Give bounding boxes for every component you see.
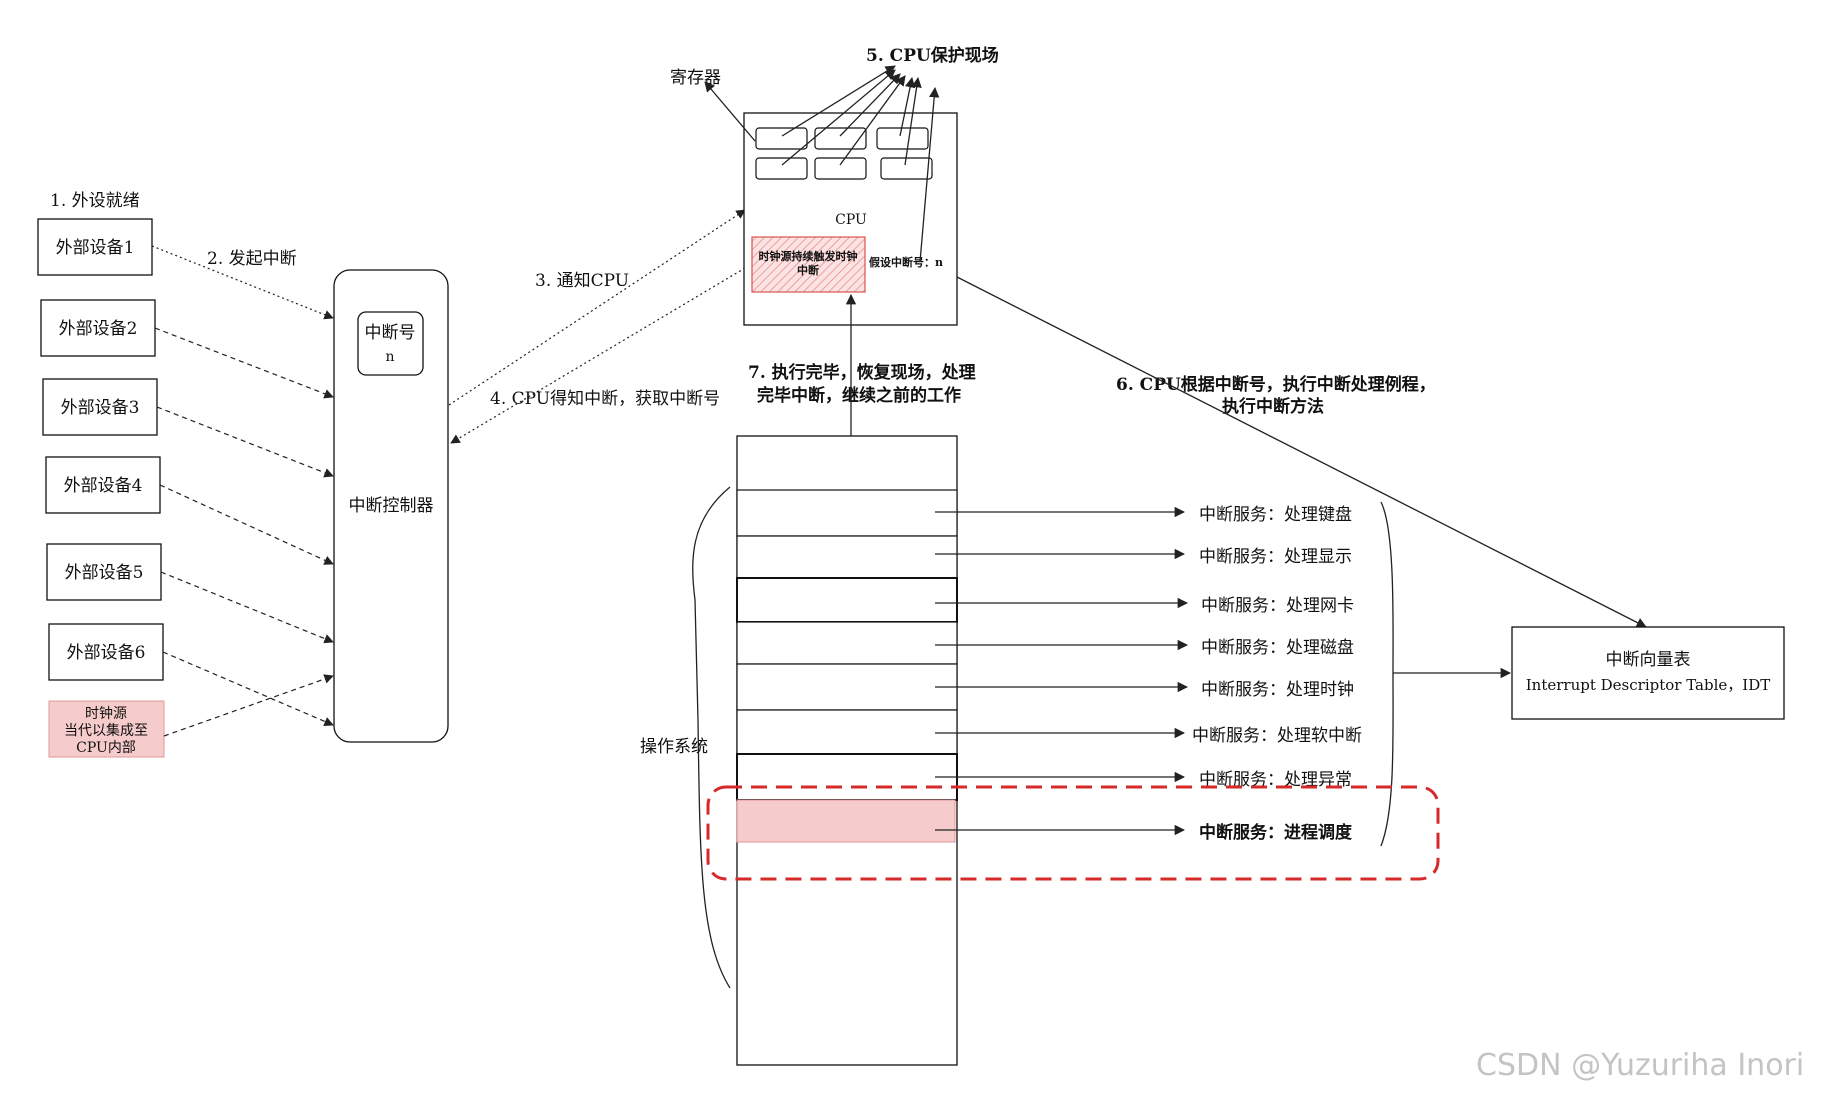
service-label-8: 中断服务：进程调度 [1199,822,1353,843]
irq-number-label: 中断号 [365,323,416,343]
register-6 [880,157,933,180]
services-brace [1380,501,1394,847]
save-arrow-1 [781,65,896,137]
save-arrow-2 [781,69,896,166]
step-1-label: 1. 外设就绪 [50,191,140,211]
device-label-5: 外部设备5 [65,563,144,583]
interrupt-controller: 中断号 n 中断控制器 [333,269,449,743]
device-label-6: 外部设备6 [67,643,146,663]
watermark: CSDN @Yuzuriha Inori [1476,1048,1804,1083]
cpu-box: CPU 时钟源持续触发时钟 中断 假设中断号：n [743,112,958,326]
idt-title: 中断向量表 [1606,650,1691,670]
interrupt-controller-label: 中断控制器 [349,496,434,516]
os-slot-8 [736,799,956,843]
service-label-5: 中断服务：处理时钟 [1201,680,1354,700]
clock-source-line-1: 时钟源 [85,705,127,722]
device-box-2: 外部设备2 [40,299,156,357]
step-2-label: 2. 发起中断 [207,249,297,269]
save-arrow-3 [839,73,901,137]
arrow-device2-controller [154,327,334,399]
os-memory-column [736,435,958,1066]
arrow-notify-cpu [448,209,746,406]
idt-box: 中断向量表 Interrupt Descriptor Table，IDT [1511,626,1785,720]
device-box-3: 外部设备3 [42,378,158,436]
device-label-3: 外部设备3 [61,398,140,418]
device-label-2: 外部设备2 [59,319,138,339]
os-slot-5 [736,663,958,711]
step-7-line-2: 完毕中断，继续之前的工作 [757,385,961,406]
os-brace [692,486,731,989]
save-arrow-5 [899,76,916,137]
irq-number-box [357,311,424,376]
service-label-3: 中断服务：处理网卡 [1201,596,1354,616]
os-slot-4 [736,621,958,665]
assume-irq-label: 假设中断号：n [869,255,943,269]
step-7-line-1: 7. 执行完毕，恢复现场，处理 [748,362,976,383]
service-label-2: 中断服务：处理显示 [1199,547,1352,567]
os-label: 操作系统 [640,737,708,757]
clock-interrupt-note [751,236,866,293]
clock-source-box: 时钟源 当代以集成至 CPU内部 [48,700,165,758]
service-label-1: 中断服务：处理键盘 [1199,505,1352,525]
device-label-1: 外部设备1 [56,238,135,258]
arrow-device3-controller [156,406,334,478]
arrow-registers-label [704,81,756,142]
arrow-cpu-get-irq [450,267,746,444]
clock-source-line-3: CPU内部 [76,740,136,756]
save-arrow-4 [839,75,906,166]
register-3 [876,127,929,150]
os-slot-2 [736,535,958,579]
step-4-label: 4. CPU得知中断，获取中断号 [490,389,720,409]
service-label-6: 中断服务：处理软中断 [1192,726,1362,746]
register-5 [814,157,867,180]
irq-number-value: n [385,349,394,365]
clock-source-line-2: 当代以集成至 [64,722,148,739]
device-box-5: 外部设备5 [46,543,162,601]
device-box-6: 外部设备6 [48,623,164,681]
step-3-label: 3. 通知CPU [535,271,629,291]
device-label-4: 外部设备4 [64,476,143,496]
os-slot-6 [736,709,958,755]
os-slot-7 [736,753,958,801]
arrow-clock-controller [163,674,334,737]
register-1 [755,127,808,150]
os-slot-3 [736,577,958,623]
arrow-device4-controller [159,484,334,565]
clock-note-line-1: 时钟源持续触发时钟 [759,249,858,263]
save-arrow-7 [919,86,940,263]
scheduling-highlight [706,785,1440,881]
registers-label: 寄存器 [670,68,721,88]
service-label-7: 中断服务：处理异常 [1199,770,1352,790]
arrow-device5-controller [160,571,334,644]
save-arrow-6 [904,76,922,166]
step-5-label: 5. CPU保护现场 [866,45,999,66]
cpu-label: CPU [835,212,867,228]
service-label-4: 中断服务：处理磁盘 [1201,638,1354,658]
register-4 [755,157,808,180]
clock-note-line-2: 中断 [797,263,819,277]
os-slot-1 [736,489,958,537]
device-box-1: 外部设备1 [37,218,153,276]
step-6-line-1: 6. CPU根据中断号，执行中断处理例程， [1116,374,1436,395]
idt-subtitle: Interrupt Descriptor Table，IDT [1526,676,1770,694]
device-box-4: 外部设备4 [45,456,161,514]
register-2 [814,127,867,150]
arrow-device6-controller [162,651,334,727]
step-6-line-2: 执行中断方法 [1222,396,1324,417]
arrow-cpu-to-idt [956,276,1647,628]
